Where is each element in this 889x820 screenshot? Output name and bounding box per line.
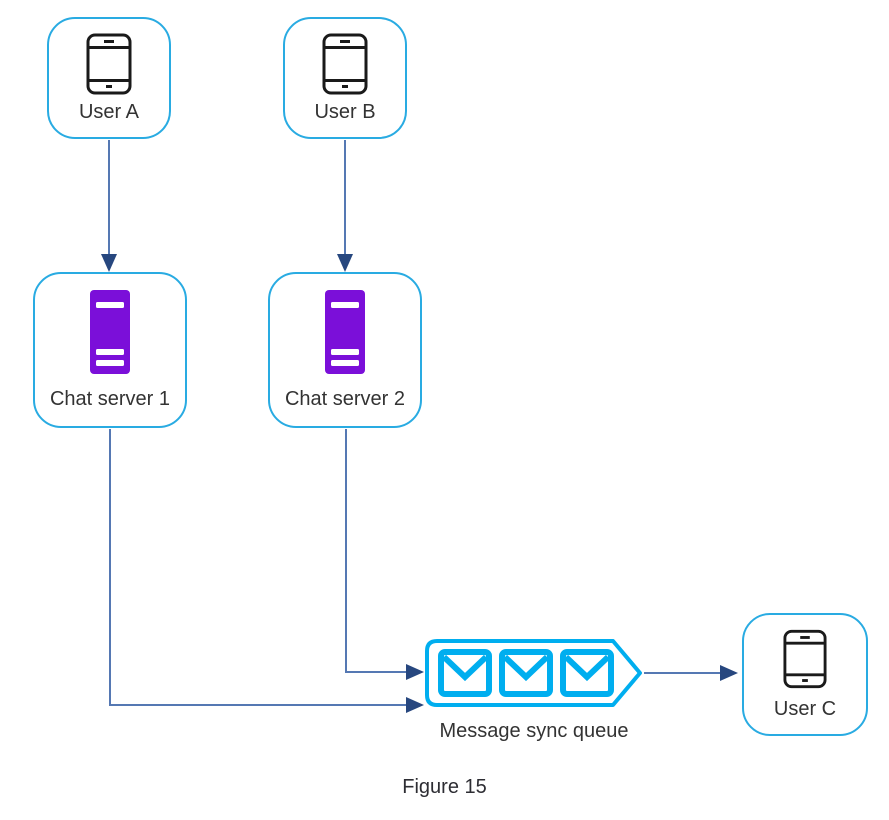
node-chat-server-1: Chat server 1 (33, 272, 187, 428)
node-user-c: User C (742, 613, 868, 736)
node-label: User C (773, 698, 837, 720)
smartphone-icon (783, 629, 827, 689)
node-label: Chat server 1 (49, 388, 171, 410)
envelope-icon (499, 649, 553, 697)
arrow-chat-server-2-to-queue (345, 429, 424, 680)
figure-caption: Figure 15 (402, 776, 487, 798)
smartphone-icon (322, 33, 368, 95)
server-icon (325, 290, 365, 374)
node-user-b: User B (283, 17, 407, 139)
node-user-a: User A (47, 17, 171, 139)
node-message-sync-queue (425, 639, 645, 707)
envelope-icon (438, 649, 492, 697)
arrow-chat-server-1-to-queue (109, 429, 424, 713)
arrow-user-a-to-chat-server-1 (101, 140, 117, 272)
envelope-icon (560, 649, 614, 697)
node-label: User B (314, 101, 376, 123)
smartphone-icon (86, 33, 132, 95)
arrow-queue-to-user-c (644, 665, 738, 681)
queue-label: Message sync queue (439, 720, 629, 742)
node-chat-server-2: Chat server 2 (268, 272, 422, 428)
server-icon (90, 290, 130, 374)
node-label: User A (78, 101, 140, 123)
queue-shape (425, 639, 642, 707)
node-label: Chat server 2 (284, 388, 406, 410)
arrow-user-b-to-chat-server-2 (337, 140, 353, 272)
